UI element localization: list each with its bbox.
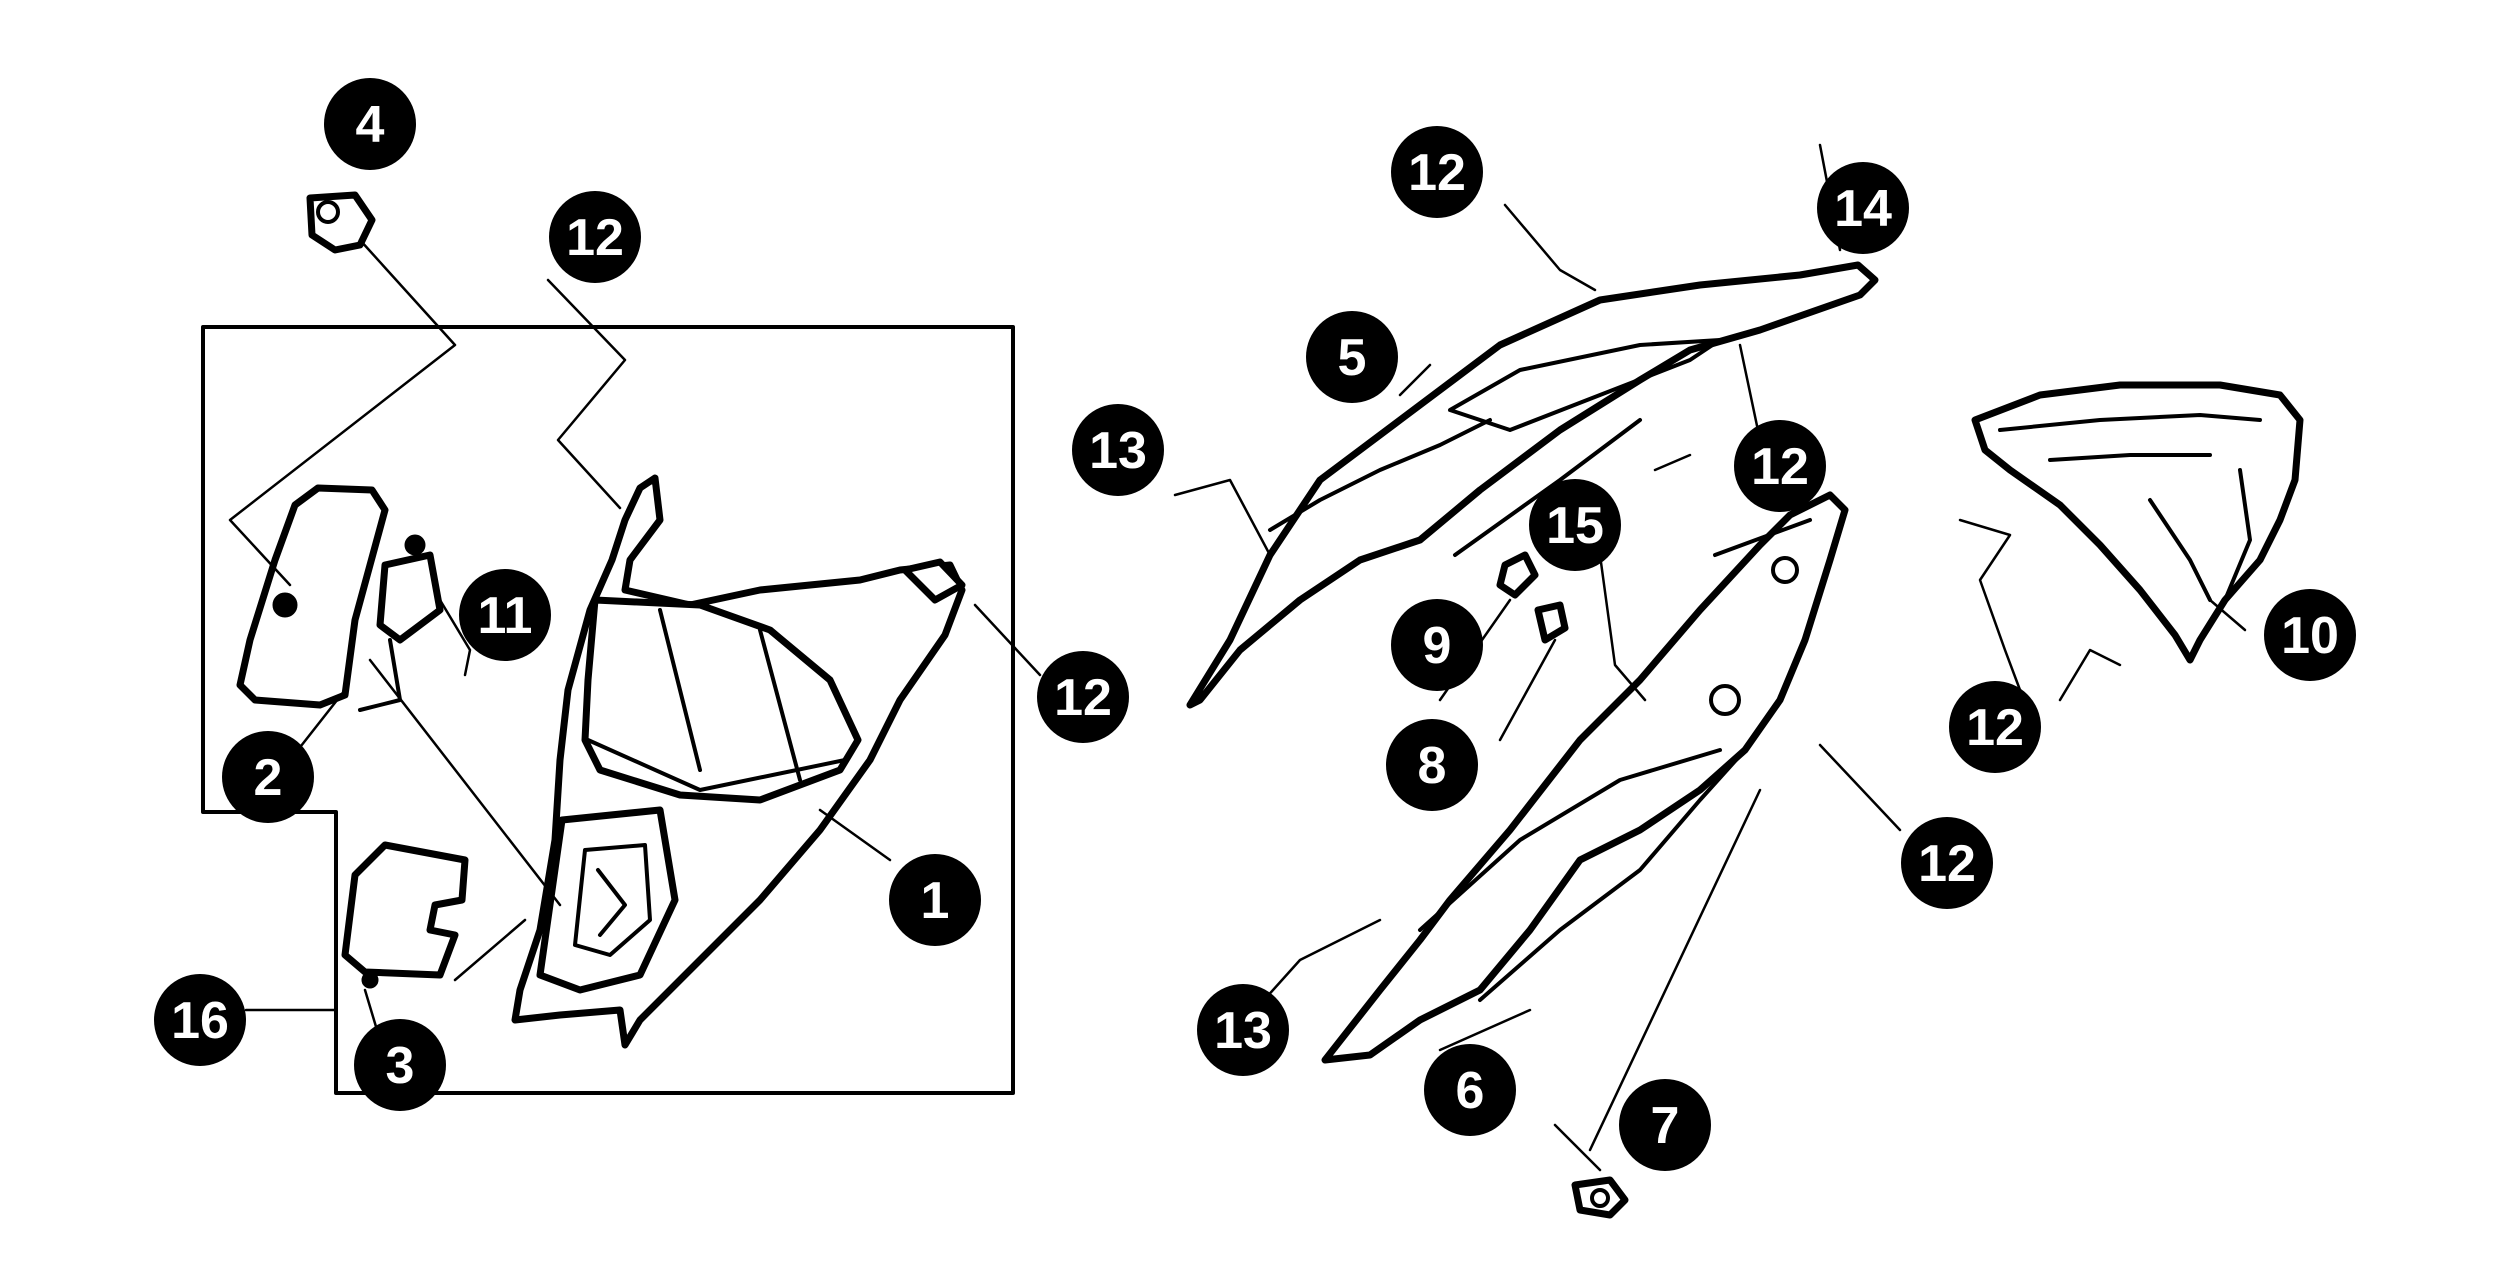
callout-15: 15 <box>1529 479 1621 571</box>
callout-label: 12 <box>1751 438 1809 496</box>
callout-label: 6 <box>1456 1062 1485 1120</box>
key-lock <box>306 191 376 254</box>
callout-4: 4 <box>324 78 416 170</box>
callout-label: 13 <box>1214 1002 1272 1060</box>
callout-12-e: 12 <box>1901 817 1993 909</box>
callout-label: 3 <box>386 1037 415 1095</box>
callout-label: 16 <box>171 992 229 1050</box>
glove-box-lid <box>236 484 389 709</box>
callout-3: 3 <box>354 1019 446 1111</box>
callout-12-b: 12 <box>1037 651 1129 743</box>
callout-7: 7 <box>1619 1079 1711 1171</box>
callout-2: 2 <box>222 731 314 823</box>
callout-12-c: 12 <box>1391 126 1483 218</box>
callout-label: 10 <box>2281 607 2339 665</box>
callout-label: 2 <box>254 749 283 807</box>
callout-label: 14 <box>1834 180 1892 238</box>
callout-12-d: 12 <box>1734 420 1826 512</box>
callout-16: 16 <box>154 974 246 1066</box>
tail-cover <box>1971 381 2304 664</box>
callout-label: 4 <box>356 96 385 154</box>
assembly-16-outline <box>201 325 1015 1095</box>
callout-label: 5 <box>1338 329 1367 387</box>
rear-upper-cover <box>1186 261 1879 709</box>
callout-9: 9 <box>1391 599 1483 691</box>
callout-10: 10 <box>2264 589 2356 681</box>
callout-label: 12 <box>1408 144 1466 202</box>
callout-14: 14 <box>1817 162 1909 254</box>
front-inner-cover <box>511 474 966 1049</box>
callout-label: 13 <box>1089 422 1147 480</box>
callout-label: 12 <box>1918 835 1976 893</box>
callout-1: 1 <box>889 854 981 946</box>
callout-label: 1 <box>921 872 950 930</box>
callout-12-f: 12 <box>1949 681 2041 773</box>
callout-6: 6 <box>1424 1044 1516 1136</box>
lock-cylinder <box>1571 1176 1629 1219</box>
callout-label: 11 <box>478 587 533 645</box>
callout-11: 11 <box>459 569 551 661</box>
hinge <box>358 534 444 712</box>
callout-label: 8 <box>1418 737 1447 795</box>
grommet <box>1496 551 1539 599</box>
callout-8: 8 <box>1386 719 1478 811</box>
callout-label: 15 <box>1546 497 1604 555</box>
callout-label: 7 <box>1651 1097 1680 1155</box>
small-lid <box>341 841 469 989</box>
callout-5: 5 <box>1306 311 1398 403</box>
callout-label: 12 <box>1054 669 1112 727</box>
side-cover <box>1321 491 1849 1064</box>
callout-13-b: 13 <box>1197 984 1289 1076</box>
callout-13-a: 13 <box>1072 404 1164 496</box>
callout-label: 12 <box>566 209 624 267</box>
callout-label: 9 <box>1423 617 1452 675</box>
clip <box>1534 601 1569 644</box>
callout-label: 12 <box>1966 699 2024 757</box>
callout-12-a: 12 <box>549 191 641 283</box>
